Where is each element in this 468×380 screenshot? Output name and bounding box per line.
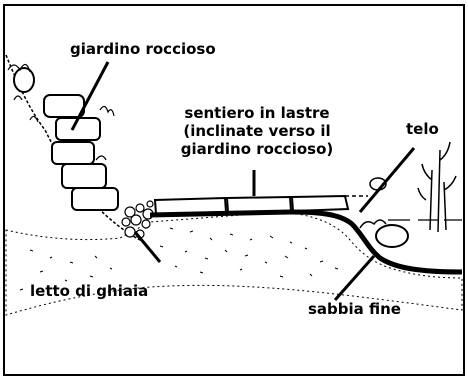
callout-lines (72, 62, 414, 300)
liner-leader (360, 148, 414, 212)
label-rock-garden: giardino roccioso (70, 40, 216, 58)
label-path-line1: sentiero in lastre (162, 104, 352, 122)
label-liner: telo (406, 120, 439, 138)
label-fine-sand: sabbia fine (308, 300, 401, 318)
edge-stone (376, 225, 408, 247)
pond-liner (150, 212, 462, 272)
label-gravel-bed: letto di ghiaia (30, 282, 148, 300)
label-paving-path: sentiero in lastre (inclinate verso il g… (162, 104, 352, 158)
sand-leader (335, 256, 374, 300)
gravel-bed (122, 201, 153, 238)
label-path-line3: giardino roccioso) (162, 140, 352, 158)
label-path-line2: (inclinate verso il (162, 122, 352, 140)
gravel-leader (135, 232, 160, 262)
rock-garden-stones (14, 68, 118, 210)
